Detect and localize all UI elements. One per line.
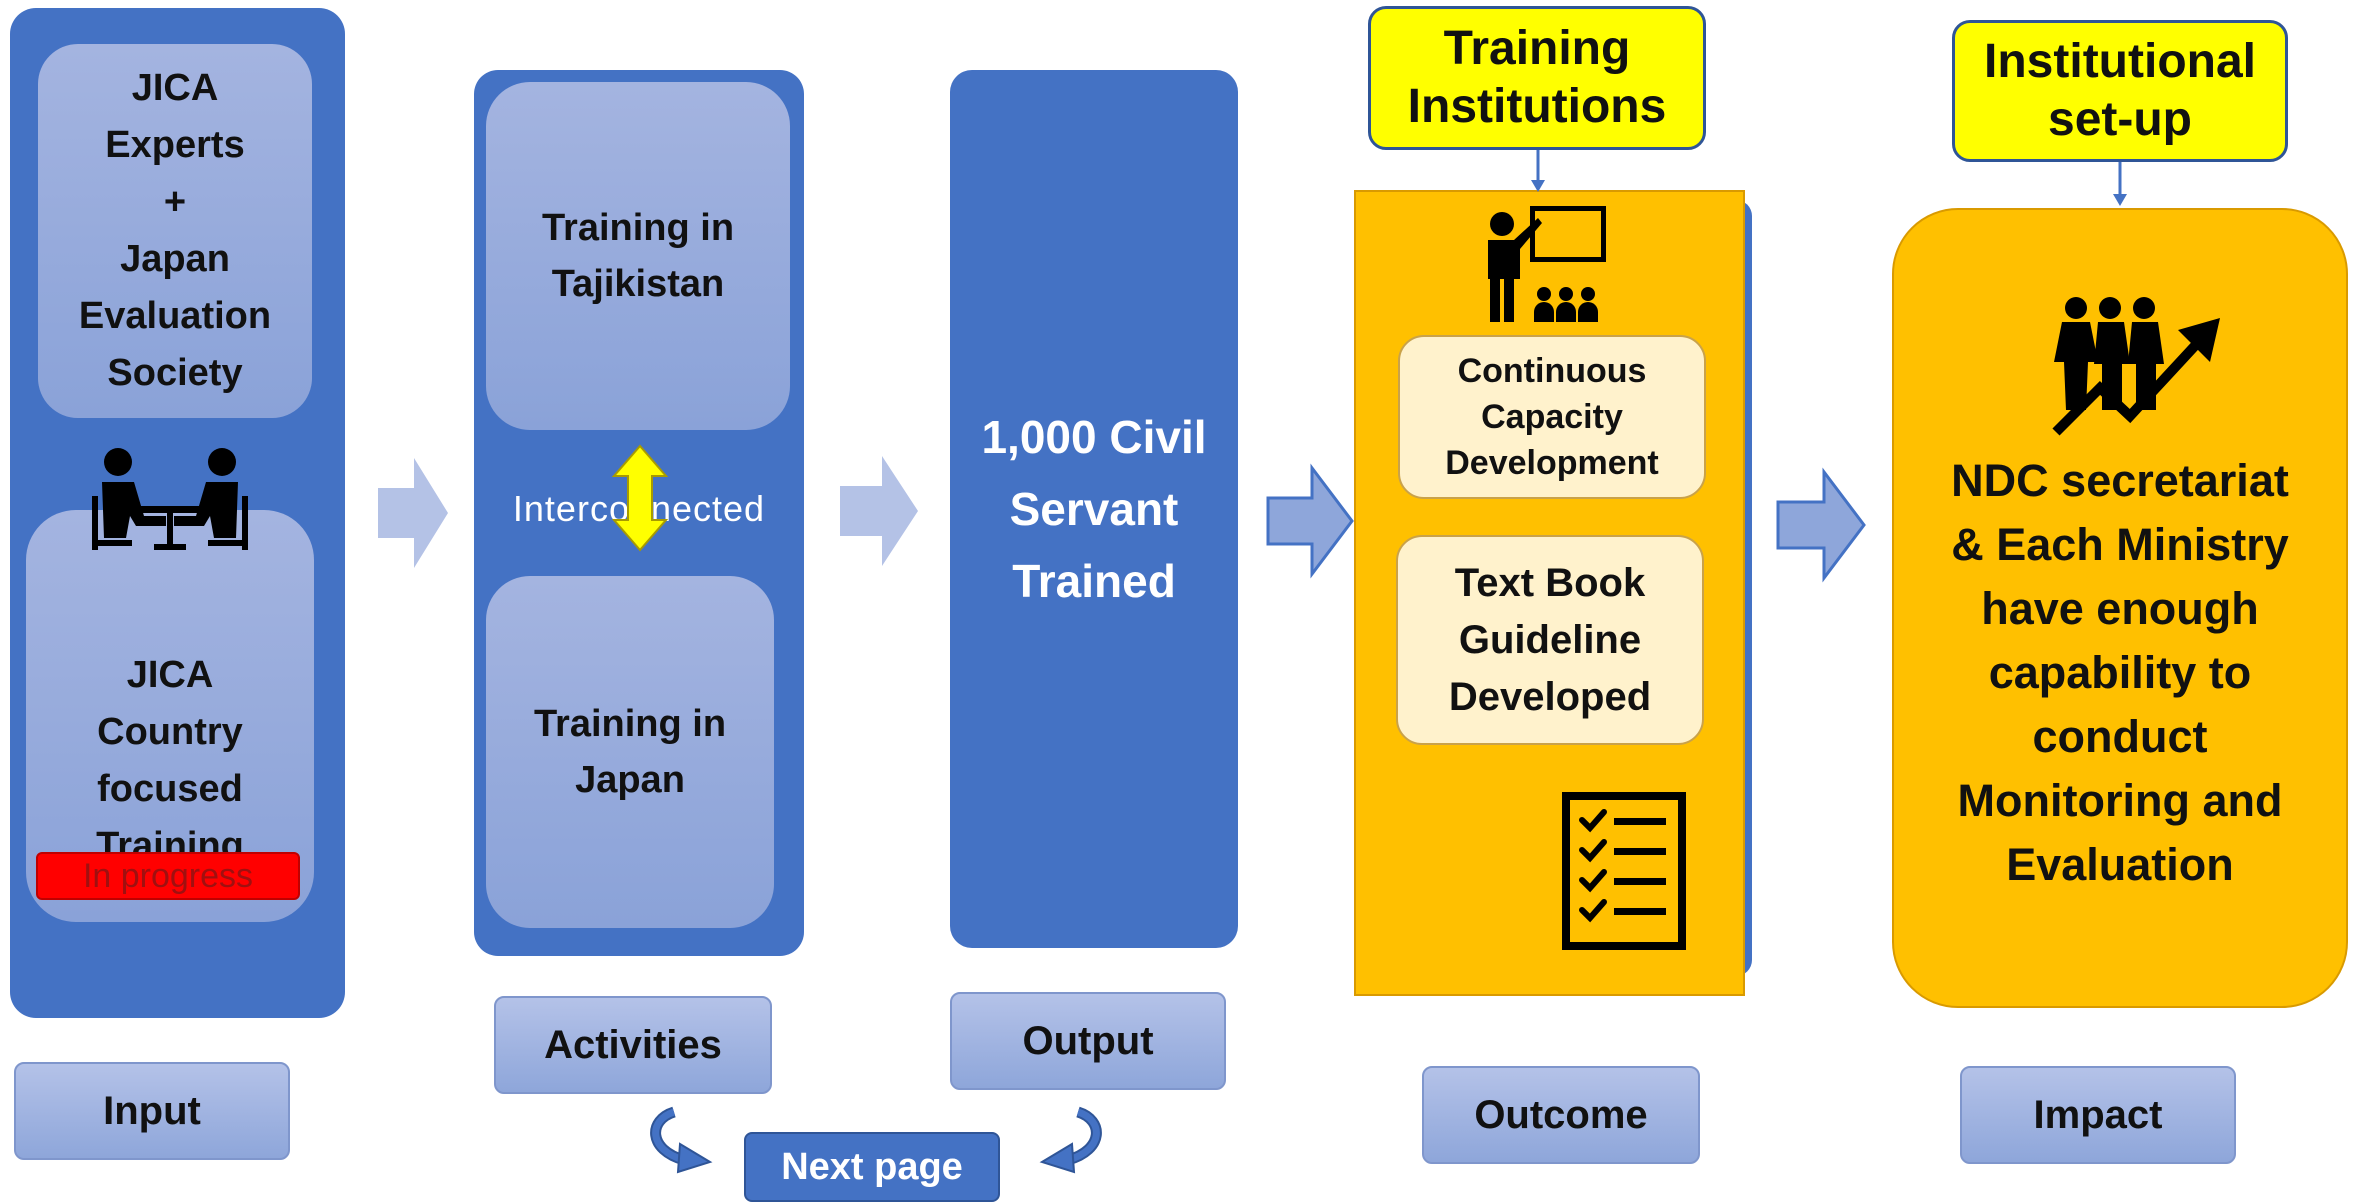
experts-line: JICA (131, 67, 219, 109)
output-line: Trained (1012, 555, 1176, 607)
callout-line: Institutions (1407, 80, 1667, 133)
callout-line: Training (1443, 22, 1631, 75)
jica-experts-box: JICA Experts + Japan Evaluation Society (38, 44, 312, 418)
jica-experts-text: JICA Experts + Japan Evaluation Society (79, 60, 271, 402)
output-line: 1,000 Civil (981, 411, 1207, 463)
ccd-line: Development (1445, 444, 1659, 482)
continuous-capacity-box: Continuous Capacity Development (1398, 335, 1706, 499)
training-institutions-text: Training Institutions (1408, 20, 1667, 136)
right-arrow-icon (840, 456, 918, 566)
curved-arrow-icon (1039, 1106, 1102, 1174)
impact-line: Monitoring and (1957, 775, 2283, 826)
experts-line: Japan (120, 238, 230, 280)
japan-line: Japan (575, 759, 685, 801)
tajikistan-line: Tajikistan (551, 263, 725, 305)
impact-line: & Each Ministry (1951, 519, 2289, 570)
training-tajikistan-box: Training in Tajikistan (486, 82, 790, 430)
textbook-line: Developed (1448, 674, 1652, 719)
right-arrow-icon (1266, 463, 1354, 579)
textbook-guideline-box: Text Book Guideline Developed (1396, 535, 1704, 745)
impact-line: have enough (1981, 583, 2259, 634)
impact-label: Impact (1960, 1066, 2236, 1164)
impact-line: conduct (2032, 711, 2208, 762)
country-line: Country (97, 711, 243, 753)
input-label: Input (14, 1062, 290, 1160)
connector-arrow (2113, 162, 2127, 206)
output-line: Servant (1009, 483, 1179, 535)
impact-line: Evaluation (2006, 839, 2234, 890)
in-progress-badge: In progress (36, 852, 300, 900)
textbook-text: Text Book Guideline Developed (1449, 555, 1651, 726)
experts-line: Evaluation (78, 295, 272, 337)
people-growth-arrow-icon (2052, 297, 2220, 436)
experts-line: Experts (105, 124, 245, 166)
country-line: JICA (126, 654, 214, 696)
ccd-text: Continuous Capacity Development (1445, 348, 1659, 486)
output-box: 1,000 Civil Servant Trained (950, 70, 1238, 948)
meeting-people-icon (92, 448, 248, 550)
right-arrow-icon (378, 458, 448, 568)
impact-statement: NDC secretariat & Each Ministry have eno… (1892, 448, 2348, 898)
institutional-setup-text: Institutional set-up (1984, 33, 2256, 149)
country-training-text: JICA Country focused Training (96, 647, 244, 875)
experts-line: + (163, 181, 187, 223)
output-label: Output (950, 992, 1226, 1090)
japan-line: Training in (533, 703, 727, 745)
tajikistan-line: Training in (541, 207, 735, 249)
callout-line: Institutional (1984, 35, 2256, 88)
textbook-line: Text Book (1454, 560, 1646, 605)
activities-label: Activities (494, 996, 772, 1094)
institutional-setup-callout: Institutional set-up (1952, 20, 2288, 162)
impact-line: NDC secretariat (1951, 455, 2289, 506)
outcome-label: Outcome (1422, 1066, 1700, 1164)
training-institutions-callout: Training Institutions (1368, 6, 1706, 150)
country-line: focused (97, 768, 243, 810)
right-arrow-icon (1776, 467, 1866, 583)
jica-country-training-box: JICA Country focused Training (26, 510, 314, 922)
double-arrow-icon (611, 444, 669, 552)
impact-text: NDC secretariat & Each Ministry have eno… (1951, 449, 2289, 897)
output-text: 1,000 Civil Servant Trained (981, 401, 1206, 617)
impact-line: capability to (1988, 647, 2252, 698)
tajikistan-text: Training in Tajikistan (542, 200, 734, 312)
japan-text: Training in Japan (534, 696, 726, 808)
training-japan-box: Training in Japan (486, 576, 774, 928)
next-page-button[interactable]: Next page (744, 1132, 1000, 1202)
curved-arrow-icon (650, 1106, 713, 1174)
teacher-board-icon (1488, 206, 1606, 322)
checklist-icon (1562, 792, 1686, 950)
ccd-line: Capacity (1481, 398, 1623, 436)
ccd-line: Continuous (1457, 352, 1647, 390)
experts-line: Society (107, 352, 243, 394)
callout-line: set-up (2048, 93, 2192, 146)
connector-arrow (1531, 150, 1545, 192)
textbook-line: Guideline (1458, 617, 1642, 662)
